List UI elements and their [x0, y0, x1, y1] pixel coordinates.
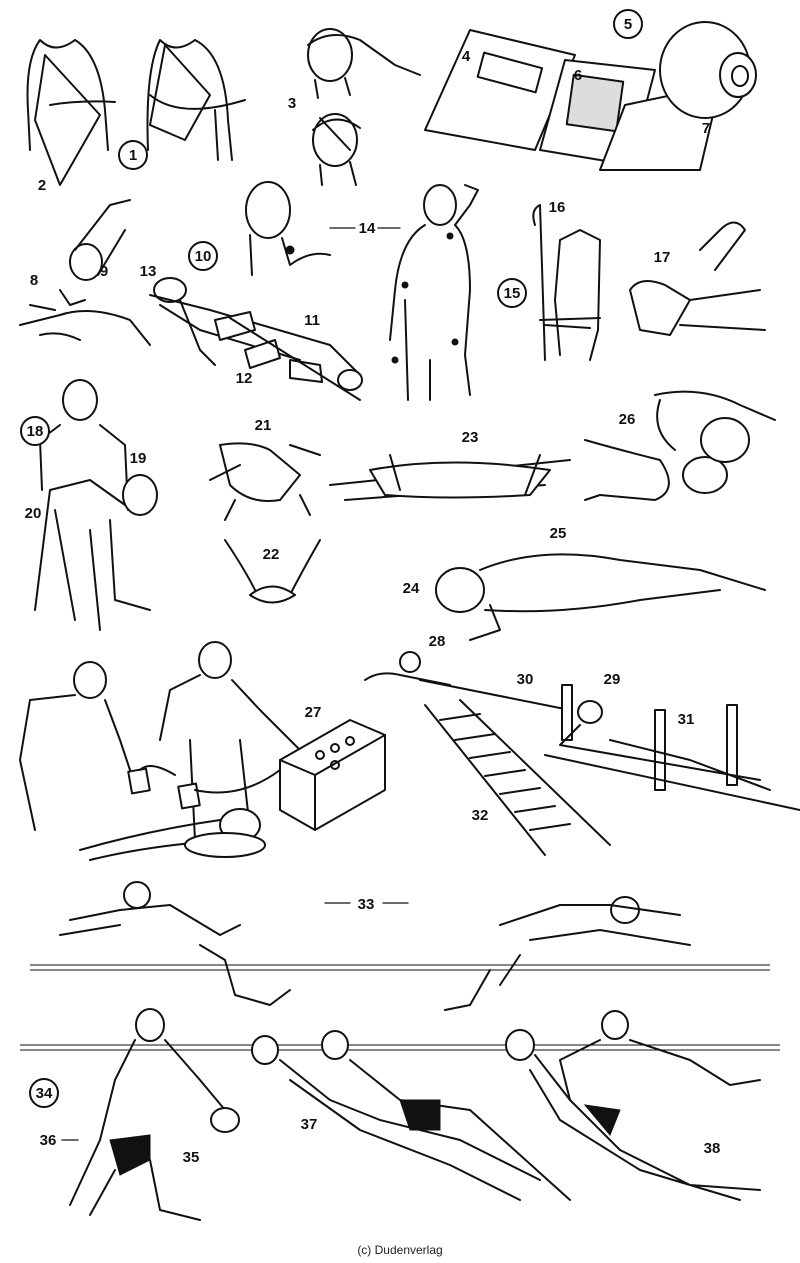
label-15: 15	[504, 285, 521, 302]
stump-bandage	[629, 221, 766, 336]
label-27: 27	[305, 704, 322, 721]
label-22: 22	[263, 546, 280, 563]
copyright-credit: (c) Dudenverlag	[357, 1243, 443, 1257]
hand-grip	[209, 442, 321, 521]
label-36: 36	[40, 1132, 57, 1149]
label-28: 28	[429, 633, 446, 650]
label-38: 38	[704, 1140, 721, 1157]
lifesaving-grip	[69, 1008, 240, 1221]
head-bandage-figures	[307, 28, 421, 186]
label-6: 6	[574, 67, 582, 84]
label-4: 4	[462, 48, 471, 65]
label-34: 34	[36, 1085, 53, 1102]
label-11: 11	[304, 312, 320, 329]
label-29: 29	[604, 671, 621, 688]
recovery-position	[435, 553, 766, 641]
label-20: 20	[25, 505, 42, 522]
bandage-roll-hand	[19, 199, 151, 346]
sling-figure-arm	[146, 39, 246, 161]
label-8: 8	[30, 272, 38, 289]
label-23: 23	[462, 429, 479, 446]
ice-rescue	[364, 651, 800, 856]
mouth-to-mouth	[584, 390, 776, 501]
label-26: 26	[619, 411, 636, 428]
label-33: 33	[358, 896, 375, 913]
swimmer-approach	[59, 881, 691, 1011]
defibrillator-scene	[19, 641, 386, 861]
label-14: 14	[359, 220, 376, 237]
label-10: 10	[195, 248, 212, 265]
rescue-grip-figures	[34, 379, 158, 631]
sling-figure-front	[26, 39, 116, 186]
label-13: 13	[140, 263, 157, 280]
label-1: 1	[129, 147, 137, 164]
label-32: 32	[472, 807, 489, 824]
label-25: 25	[550, 525, 567, 542]
label-35: 35	[183, 1149, 200, 1166]
pressure-point-head	[245, 181, 331, 276]
label-2: 2	[38, 177, 46, 194]
label-24: 24	[403, 580, 420, 597]
label-7: 7	[702, 120, 710, 137]
leg-tourniquet	[532, 204, 601, 361]
label-21: 21	[255, 417, 272, 434]
dressing-materials	[424, 21, 757, 171]
pressure-point-body	[389, 184, 479, 401]
lifesaving-tow-chest	[505, 1010, 761, 1201]
cupped-hands	[224, 539, 321, 604]
label-30: 30	[517, 671, 534, 688]
label-19: 19	[130, 450, 147, 467]
label-16: 16	[549, 199, 566, 216]
label-12: 12	[236, 370, 253, 387]
label-17: 17	[654, 249, 671, 266]
label-5: 5	[624, 16, 632, 33]
lifesaving-tow-double	[251, 1030, 571, 1201]
label-18: 18	[27, 423, 44, 440]
label-9: 9	[100, 263, 108, 280]
splinted-patient	[149, 277, 363, 401]
stretcher	[329, 454, 571, 501]
label-31: 31	[678, 711, 695, 728]
label-3: 3	[288, 95, 296, 112]
label-37: 37	[301, 1116, 318, 1133]
